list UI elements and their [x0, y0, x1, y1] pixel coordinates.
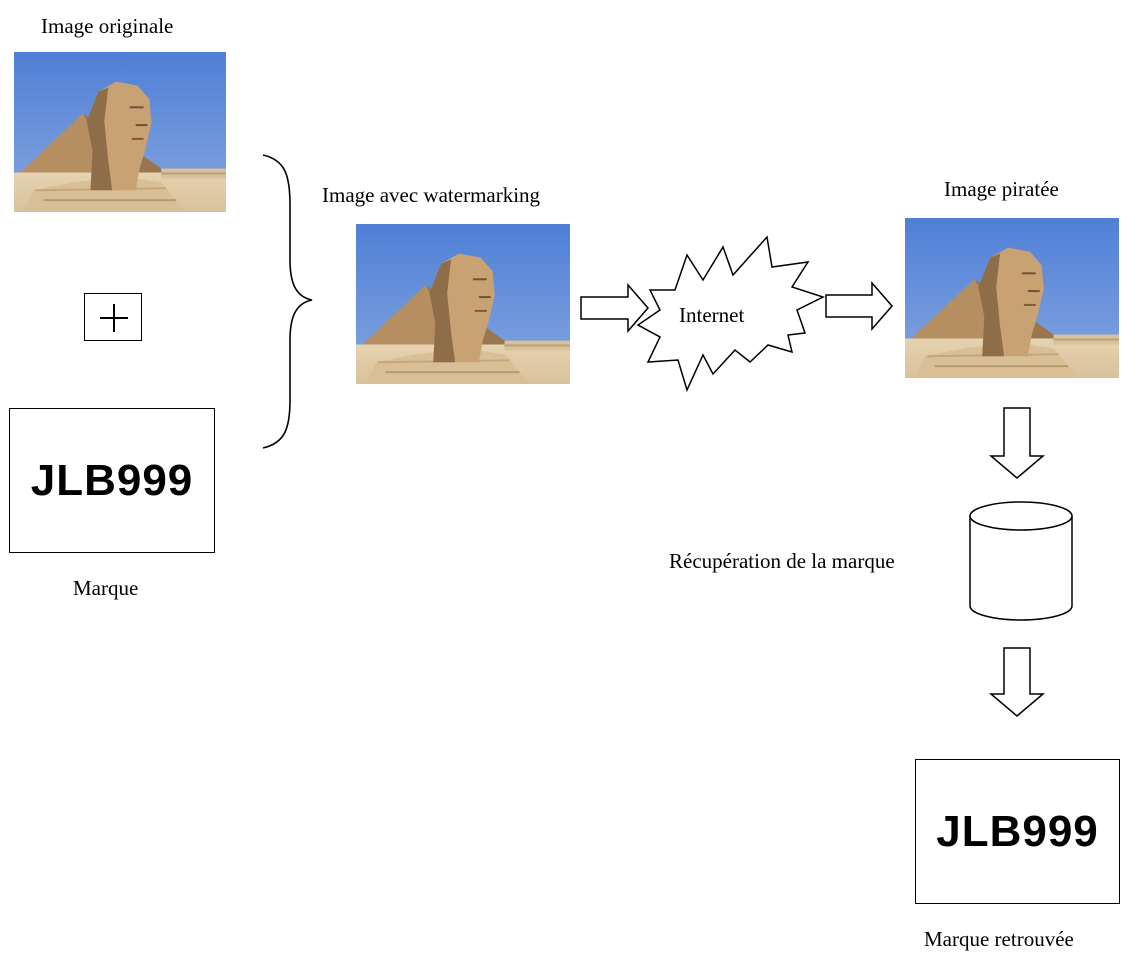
label-internet: Internet [679, 303, 745, 327]
starburst-icon [636, 235, 825, 393]
recovered-mark-code: JLB999 [936, 806, 1099, 856]
recovered-mark-box: JLB999 [915, 759, 1120, 904]
hollow-arrow-icon [580, 282, 649, 334]
mark-code: JLB999 [30, 455, 194, 505]
label-mark: Marque [73, 576, 139, 600]
label-recovery: Récupération de la marque [669, 549, 895, 573]
plus-icon [84, 293, 142, 341]
cylinder-icon [969, 501, 1073, 621]
curly-brace [262, 154, 313, 449]
label-recovered-mark: Marque retrouvée [924, 927, 1074, 951]
label-watermarked-image: Image avec watermarking [322, 183, 541, 207]
mark-box: JLB999 [9, 408, 215, 553]
hollow-arrow-icon [825, 280, 893, 332]
label-original-image: Image originale [41, 14, 174, 38]
hollow-arrow-icon [988, 647, 1046, 717]
hollow-arrow-icon [988, 407, 1046, 479]
label-pirated-image: Image piratée [944, 177, 1059, 201]
